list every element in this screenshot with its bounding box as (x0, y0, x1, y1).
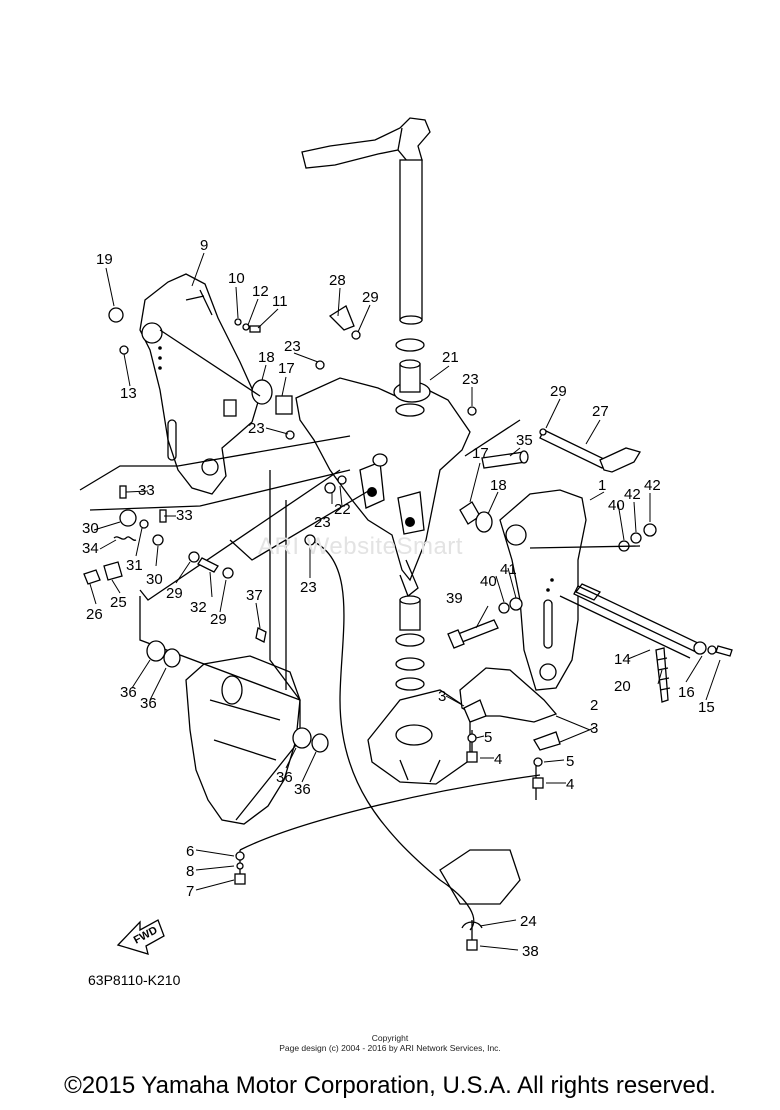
small-parts-left-drawing (108, 305, 477, 494)
small-parts-mid-left-drawing (83, 485, 316, 643)
copyright-small-title: Copyright (371, 1033, 409, 1043)
part-label: 30 (146, 571, 163, 588)
part-label: 23 (248, 420, 265, 437)
steering-arm-drawing (301, 117, 431, 325)
part-label: 31 (126, 557, 143, 574)
part-label: 24 (520, 913, 537, 930)
part-label: 15 (698, 699, 715, 716)
part-label: 40 (608, 497, 625, 514)
part-label: 38 (522, 943, 539, 960)
part-label: 33 (176, 507, 193, 524)
part-label: 5 (566, 753, 574, 770)
copyright-small: Copyright Page design (c) 2004 - 2016 by… (0, 1033, 780, 1053)
fasteners-bottom-drawing (234, 733, 544, 951)
part-label: 36 (276, 769, 293, 786)
part-label: 27 (592, 403, 609, 420)
part-label: 36 (294, 781, 311, 798)
part-label: 3 (590, 720, 598, 737)
part-label: 17 (278, 360, 295, 377)
part-label: 1 (598, 477, 606, 494)
assembly-lines (79, 329, 691, 940)
part-label: 22 (334, 501, 351, 518)
part-label: 20 (614, 678, 631, 695)
lower-unit-drawing (185, 655, 301, 825)
part-label: 23 (314, 514, 331, 531)
part-label: 10 (228, 270, 245, 287)
bushing-17-18-right-drawing (459, 501, 493, 533)
part-label: 23 (462, 371, 479, 388)
part-label: 3 (438, 688, 446, 705)
part-label: 28 (329, 272, 346, 289)
bracket-2-drawing (459, 667, 561, 751)
copyright-main: ©2015 Yamaha Motor Corporation, U.S.A. A… (64, 1072, 716, 1099)
bolt-39-drawing (447, 619, 499, 649)
part-labels: 19 9 10 12 11 13 18 17 28 29 23 21 23 29… (82, 237, 715, 960)
lower-mount-drawing (367, 689, 471, 785)
bushings-lower-drawing (395, 595, 425, 691)
watermark: ARI WebsiteSmart (258, 533, 463, 560)
part-label: 26 (86, 606, 103, 623)
tilt-shaft-drawing (573, 583, 707, 655)
part-label: 14 (614, 651, 631, 668)
part-label: 21 (442, 349, 459, 366)
part-label: 19 (96, 251, 113, 268)
drawing-number: 63P8110-K210 (88, 972, 181, 988)
bushings-upper-drawing (395, 338, 425, 417)
swivel-housing-drawing (295, 377, 471, 598)
part-label: 29 (362, 289, 379, 306)
part-label: 35 (516, 432, 533, 449)
part-label: 2 (590, 697, 598, 714)
part-label: 18 (490, 477, 507, 494)
part-label: 32 (190, 599, 207, 616)
part-label: 17 (472, 445, 489, 462)
clamp-bracket-right-drawing (499, 489, 587, 691)
bushing-17-18-left-drawing (251, 379, 293, 415)
part-label: 34 (82, 540, 99, 557)
part-label: 29 (166, 585, 183, 602)
part-label: 25 (110, 594, 127, 611)
part-label: 40 (480, 573, 497, 590)
part-label: 13 (120, 385, 137, 402)
part-label: 41 (500, 561, 517, 578)
part-label: 36 (140, 695, 157, 712)
part-label: 16 (678, 684, 695, 701)
part-label: 12 (252, 283, 269, 300)
lever-27-drawing (539, 428, 641, 473)
part-label: 4 (566, 776, 574, 793)
part-label: 23 (284, 338, 301, 355)
part-label: 23 (300, 579, 317, 596)
fwd-arrow: FWD (116, 919, 165, 955)
part-label: 5 (484, 729, 492, 746)
copyright-small-text: Page design (c) 2004 - 2016 by ARI Netwo… (279, 1043, 501, 1053)
bushings-36-drawing (146, 640, 329, 753)
part-label: 29 (210, 611, 227, 628)
part-label: 39 (446, 590, 463, 607)
part-label: 29 (550, 383, 567, 400)
shaft-35-drawing (481, 450, 529, 469)
part-label: 9 (200, 237, 208, 254)
part-label: 36 (120, 684, 137, 701)
part-label: 42 (624, 486, 641, 503)
fasteners-right-drawing (655, 645, 733, 703)
swivel-bracket-left-drawing (139, 273, 259, 495)
part-label: 42 (644, 477, 661, 494)
part-label: 11 (272, 293, 288, 310)
part-label: 4 (494, 751, 502, 768)
part-label: 37 (246, 587, 263, 604)
part-label: 30 (82, 520, 99, 537)
leader-lines (89, 252, 721, 951)
part-label: 33 (138, 482, 155, 499)
part-label: 6 (186, 843, 194, 860)
washers-40-42-drawing (498, 523, 657, 614)
part-label: 7 (186, 883, 194, 900)
part-label: 18 (258, 349, 275, 366)
parts-diagram: FWD 19 9 10 12 11 13 18 17 28 29 (79, 117, 733, 960)
part-label: 8 (186, 863, 194, 880)
wire-loops-drawing (239, 539, 541, 931)
